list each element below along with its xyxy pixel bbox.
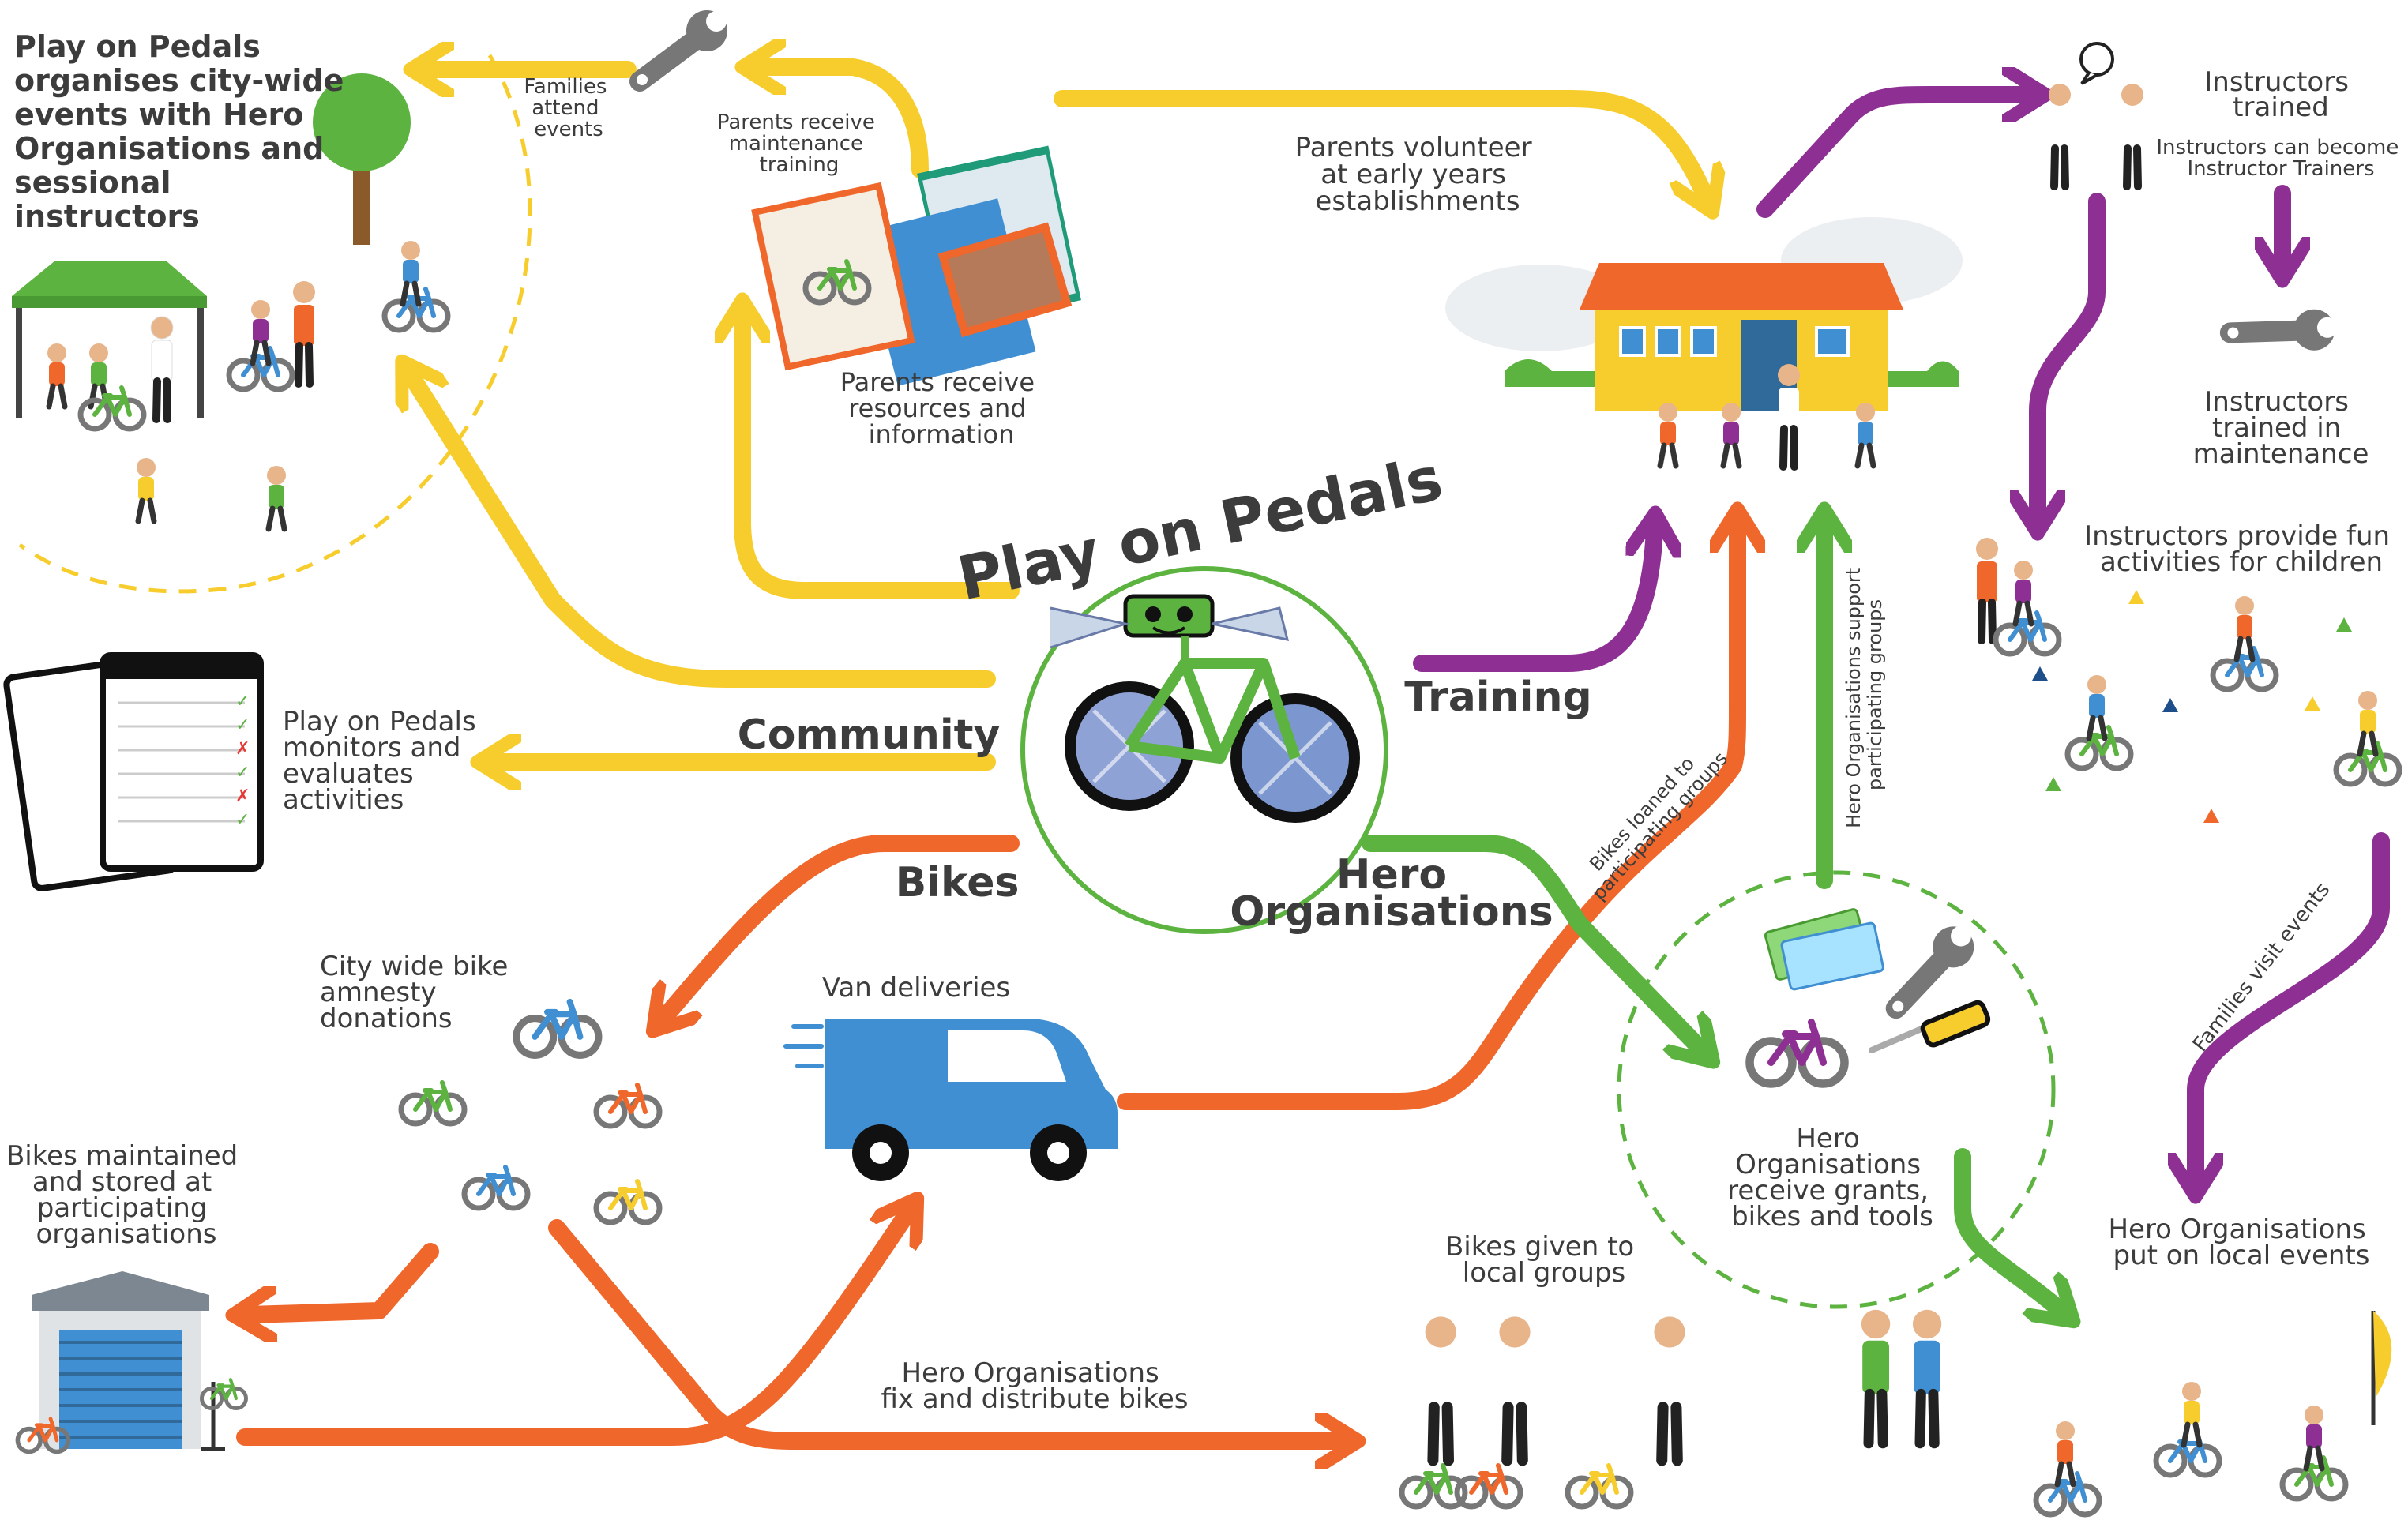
label-van: Van deliveries xyxy=(822,972,1010,1004)
label-families-attend: Families attend events xyxy=(524,75,613,141)
instructors-illustration xyxy=(2049,42,2143,186)
arrow-to-resources xyxy=(742,316,1020,599)
arrow-to-amnesty xyxy=(663,835,1020,1019)
label-local-events: Hero Organisations put on local events xyxy=(2108,1214,2374,1271)
arrow-to-hero-grants xyxy=(1362,835,1702,1050)
activities-illustration xyxy=(1976,538,2399,823)
gazebo-icon xyxy=(12,261,207,418)
wrench-icon xyxy=(2226,272,2343,386)
arrow-fix-distribute xyxy=(548,1219,1343,1441)
svg-text:✓: ✓ xyxy=(235,763,250,783)
hero-grants-dashed-circle xyxy=(1617,870,2056,1309)
label-citywide-events: Play on Pedals organises city-wide event… xyxy=(14,29,355,234)
tree-icon xyxy=(313,73,411,245)
local-groups-illustration xyxy=(1402,1316,1685,1507)
label-maintenance-training: Parents receive maintenance training xyxy=(717,111,881,177)
arrow-instructors-down xyxy=(2038,193,2106,517)
arrow-storage-to-van xyxy=(236,1212,908,1446)
svg-text:✓: ✓ xyxy=(235,715,250,735)
money-icon xyxy=(1764,908,1884,991)
hero-arrows xyxy=(1362,525,2061,1311)
arrow-to-maintenance-training xyxy=(758,67,929,178)
arrow-to-local-events xyxy=(1954,1148,2061,1311)
label-resources: Parents receive resources and informatio… xyxy=(840,367,1042,449)
screwdriver-icon xyxy=(1869,1000,1991,1053)
arrow-to-storage xyxy=(249,1243,439,1315)
school-icon xyxy=(1445,217,1963,467)
events-illustration xyxy=(12,73,448,529)
training-arrows xyxy=(1413,95,2390,1180)
arrow-training-to-school xyxy=(1413,529,1655,672)
arrow-van-to-school xyxy=(1117,525,1737,1110)
hub-label-bikes: Bikes xyxy=(896,859,1020,906)
label-instructors-trained: Instructors trained xyxy=(2204,66,2357,123)
bikes-arrows xyxy=(245,525,1737,1441)
label-maintained-stored: Bikes maintained and stored at participa… xyxy=(6,1140,246,1250)
label-volunteer: Parents volunteer at early years establi… xyxy=(1295,132,1541,217)
van-icon xyxy=(783,1019,1118,1181)
flag-icon xyxy=(2371,1311,2392,1425)
label-instructor-trainers: Instructors can become Instructor Traine… xyxy=(2156,136,2405,181)
wrench-icon xyxy=(1880,923,1983,1013)
svg-text:✗: ✗ xyxy=(235,786,250,806)
arrow-to-instructors xyxy=(1756,95,2030,218)
svg-text:✓: ✓ xyxy=(235,810,250,830)
donated-bikes xyxy=(401,1002,659,1222)
community-arrows xyxy=(411,67,1706,762)
label-fun-activities: Instructors provide fun activities for c… xyxy=(2084,520,2399,578)
label-families-visit: Families visit events xyxy=(2188,878,2335,1056)
checklist-icon: ✓ ✓ ✗ ✓ ✗ ✓ xyxy=(3,652,264,891)
svg-text:✓: ✓ xyxy=(235,692,250,711)
mascot-bicycle-icon xyxy=(1050,594,1360,823)
arrow-families-visit xyxy=(2196,832,2390,1180)
hub-label-hero-line2: Organisations xyxy=(1230,888,1553,936)
resource-cards xyxy=(751,145,1081,386)
hub-label-hero-line1: Hero xyxy=(1336,851,1447,899)
garage-icon xyxy=(17,1271,246,1451)
hub-label-training: Training xyxy=(1404,674,1591,721)
label-fix-distribute: Hero Organisations fix and distribute bi… xyxy=(881,1357,1189,1415)
arrow-parents-volunteer xyxy=(1054,90,1706,197)
label-bikes-loaned: Bikes loaned to participating groups xyxy=(1572,734,1732,905)
label-amnesty: City wide bike amnesty donations xyxy=(320,951,517,1034)
speech-bubble-icon xyxy=(2079,42,2114,85)
label-given-local: Bikes given to local groups xyxy=(1445,1231,1643,1289)
community-dashed-arc xyxy=(18,54,532,594)
label-hero-support: Hero Organisations support participating… xyxy=(1843,561,1886,828)
hub-label-community: Community xyxy=(738,711,1001,759)
label-grants: Hero Organisations receive grants, bikes… xyxy=(1727,1123,1937,1233)
hub-circle xyxy=(1020,566,1388,934)
svg-text:✗: ✗ xyxy=(235,739,250,759)
grants-illustration xyxy=(1750,908,1990,1083)
label-monitors: Play on Pedals monitors and evaluates ac… xyxy=(283,706,484,816)
label-trained-maintenance: Instructors trained in maintenance xyxy=(2193,386,2369,470)
local-events-illustration xyxy=(1861,1310,2392,1514)
wrench-icon xyxy=(637,10,727,85)
arrow-to-events xyxy=(411,375,996,688)
